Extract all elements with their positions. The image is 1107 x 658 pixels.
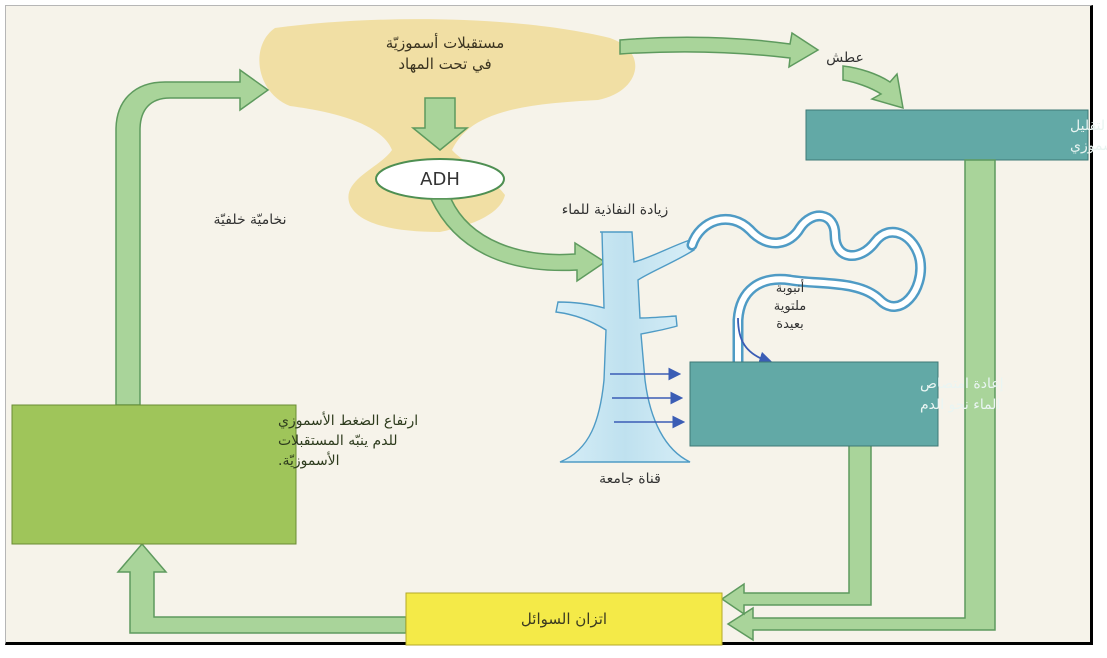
osmoreceptors-line2: في تحت المهاد xyxy=(398,55,491,74)
drink-water-box xyxy=(805,109,1089,161)
fluid-balance-label: اتزان السوائل xyxy=(521,610,607,628)
collecting-duct-label: قناة جامعة xyxy=(599,471,661,487)
reabsorption-line1: إعادة امتصاص xyxy=(920,376,1004,392)
thirst-label: عطش xyxy=(826,50,864,66)
drink-water-label-line1: شرب الماء لتقليل xyxy=(1070,118,1107,134)
drink-water-label-line2: الضغط الأسموزي xyxy=(1070,136,1107,154)
distal-tubule-line1: أنبوبة xyxy=(776,279,804,296)
osmotic-rise-box xyxy=(11,404,297,545)
arrow-reabsorption-to-balance xyxy=(720,444,872,616)
distal-tubule-line3: بعيدة xyxy=(776,317,803,332)
arrow-drink-to-balance xyxy=(726,159,996,642)
tubule-flow-arrow xyxy=(737,317,774,366)
arrow-hypothalamus-to-thirst xyxy=(619,31,820,69)
distal-tubule-line2: ملتوية xyxy=(774,299,807,314)
osmotic-rise-line1: ارتفاع الضغط الأسموزي xyxy=(278,411,418,429)
collecting-duct xyxy=(555,231,695,463)
posterior-pituitary-label: نخاميّة خلفيّة xyxy=(214,212,287,228)
osmoreceptors-line1: مستقبلات أسموزيّة xyxy=(386,33,505,52)
reabsorption-box xyxy=(689,361,939,447)
arrow-thirst-to-drink xyxy=(842,65,904,110)
osmotic-rise-line2: للدم ينبّه المستقبلات xyxy=(278,433,397,449)
arrow-balance-to-osmotic xyxy=(116,542,407,634)
distal-tubule-lumen xyxy=(689,212,924,373)
adh-label: ADH xyxy=(420,169,460,190)
osmotic-rise-line3: الأسموزيّة. xyxy=(278,451,340,469)
reabsorption-line2: الماء نحو الدم xyxy=(920,397,1000,413)
fluid-balance-box xyxy=(405,592,723,646)
arrow-osmotic-to-hypothalamus xyxy=(115,68,270,406)
arrow-hypothalamus-to-adh xyxy=(410,97,470,151)
permeability-label: زيادة النفاذية للماء xyxy=(562,202,669,218)
distal-tubule xyxy=(686,210,927,376)
